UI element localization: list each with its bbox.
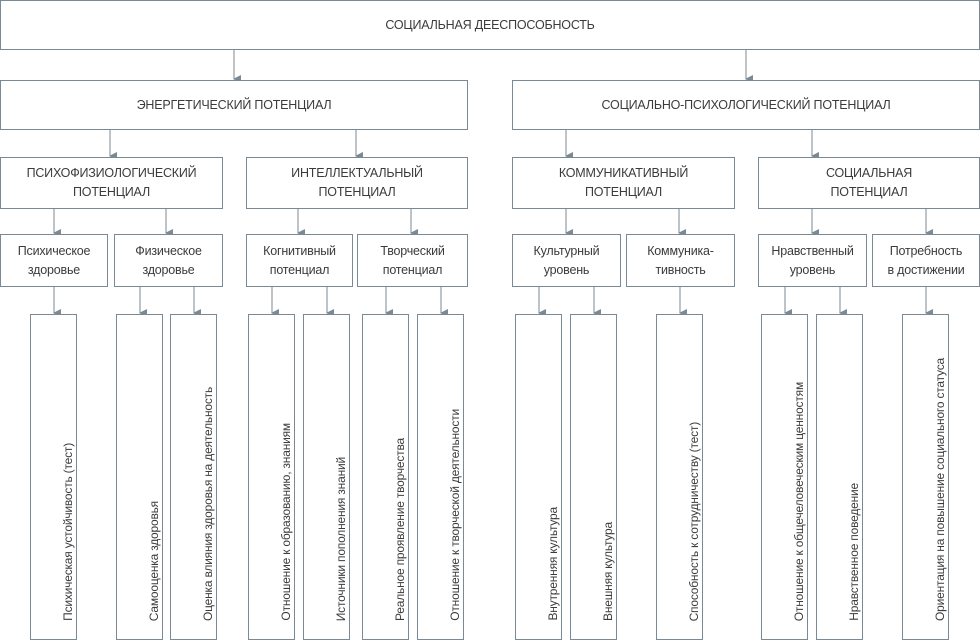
level2-label: ИНТЕЛЛЕКТУАЛЬНЫЙ ПОТЕНЦИАЛ [291,166,423,199]
level2-node-communicative: КОММУНИКАТИВНЫЙ ПОТЕНЦИАЛ [512,157,735,209]
level4-label: Внутренняя культура [545,507,560,621]
level4-label: Самооценка здоровья [146,500,161,621]
root-node: СОЦИАЛЬНАЯ ДЕЕСПОСОБНОСТЬ [0,0,980,50]
level4-node: Источники пополнения знаний [303,314,350,640]
level1-label: ЭНЕРГЕТИЧЕСКИЙ ПОТЕНЦИАЛ [136,97,332,112]
level1-node-social-psych: СОЦИАЛЬНО-ПСИХОЛОГИЧЕСКИЙ ПОТЕНЦИАЛ [512,80,980,130]
level4-label: Отношение к общечеловеческим ценностям [791,381,806,621]
level2-label: КОММУНИКАТИВНЫЙ ПОТЕНЦИАЛ [558,166,689,199]
level4-node: Самооценка здоровья [116,314,163,640]
level4-label: Психическая устойчивость (тест) [60,443,75,621]
level4-node: Психическая устойчивость (тест) [30,314,77,640]
level4-label: Отношение к творческой деятельности [447,409,462,621]
level4-node: Внутренняя культура [515,314,562,640]
level4-label: Оценка влияния здоровья на деятельность [200,386,215,621]
level4-node: Отношение к творческой деятельности [417,314,464,640]
level4-node: Оценка влияния здоровья на деятельность [170,314,217,640]
level4-label: Способность к сотрудничеству (тест) [686,421,701,621]
level2-label: ПСИХОФИЗИОЛОГИЧЕСКИЙ ПОТЕНЦИАЛ [26,166,197,199]
level3-label: Потребность в достижении [887,243,965,277]
level4-label: Ориентация на повышение социального стат… [932,358,947,621]
level4-label: Внешняя культура [600,522,615,621]
level4-node: Отношение к образованию, знаниям [248,314,295,640]
level3-label: Коммуника- тивность [647,243,714,277]
level4-node: Отношение к общечеловеческим ценностям [761,314,808,640]
level2-node-social: СОЦИАЛЬНАЯ ПОТЕНЦИАЛ [758,157,980,209]
level3-label: Творческий потенциал [380,243,445,277]
level3-label: Культурный уровень [533,243,600,277]
level3-label: Физическое здоровье [135,243,202,277]
level4-label: Нравственное поведение [846,483,861,621]
level3-node: Психическое здоровье [0,234,108,287]
level4-node: Нравственное поведение [816,314,863,640]
level4-node: Ориентация на повышение социального стат… [902,314,949,640]
level3-node: Культурный уровень [512,234,621,287]
level4-node: Способность к сотрудничеству (тест) [656,314,703,640]
level3-node: Потребность в достижении [872,234,980,287]
level4-label: Реальное проявление творчества [392,437,407,621]
level2-node-intellect: ИНТЕЛЛЕКТУАЛЬНЫЙ ПОТЕНЦИАЛ [246,157,468,209]
root-label: СОЦИАЛЬНАЯ ДЕЕСПОСОБНОСТЬ [385,17,595,32]
level1-label: СОЦИАЛЬНО-ПСИХОЛОГИЧЕСКИЙ ПОТЕНЦИАЛ [601,97,891,112]
level2-node-psychophys: ПСИХОФИЗИОЛОГИЧЕСКИЙ ПОТЕНЦИАЛ [0,157,223,209]
level3-node: Творческий потенциал [357,234,468,287]
level4-node: Реальное проявление творчества [362,314,409,640]
level3-label: Нравственный уровень [771,243,854,277]
level4-label: Источники пополнения знаний [333,456,348,621]
level4-label: Отношение к образованию, знаниям [278,423,293,621]
level4-node: Внешняя культура [570,314,617,640]
level3-label: Когнитивный потенциал [263,243,336,277]
level3-node: Нравственный уровень [758,234,867,287]
level3-label: Психическое здоровье [17,243,91,277]
level1-node-energy: ЭНЕРГЕТИЧЕСКИЙ ПОТЕНЦИАЛ [0,80,468,130]
level2-label: СОЦИАЛЬНАЯ ПОТЕНЦИАЛ [825,166,913,199]
level3-node: Физическое здоровье [114,234,223,287]
level3-node: Коммуника- тивность [626,234,735,287]
level3-node: Когнитивный потенциал [246,234,353,287]
